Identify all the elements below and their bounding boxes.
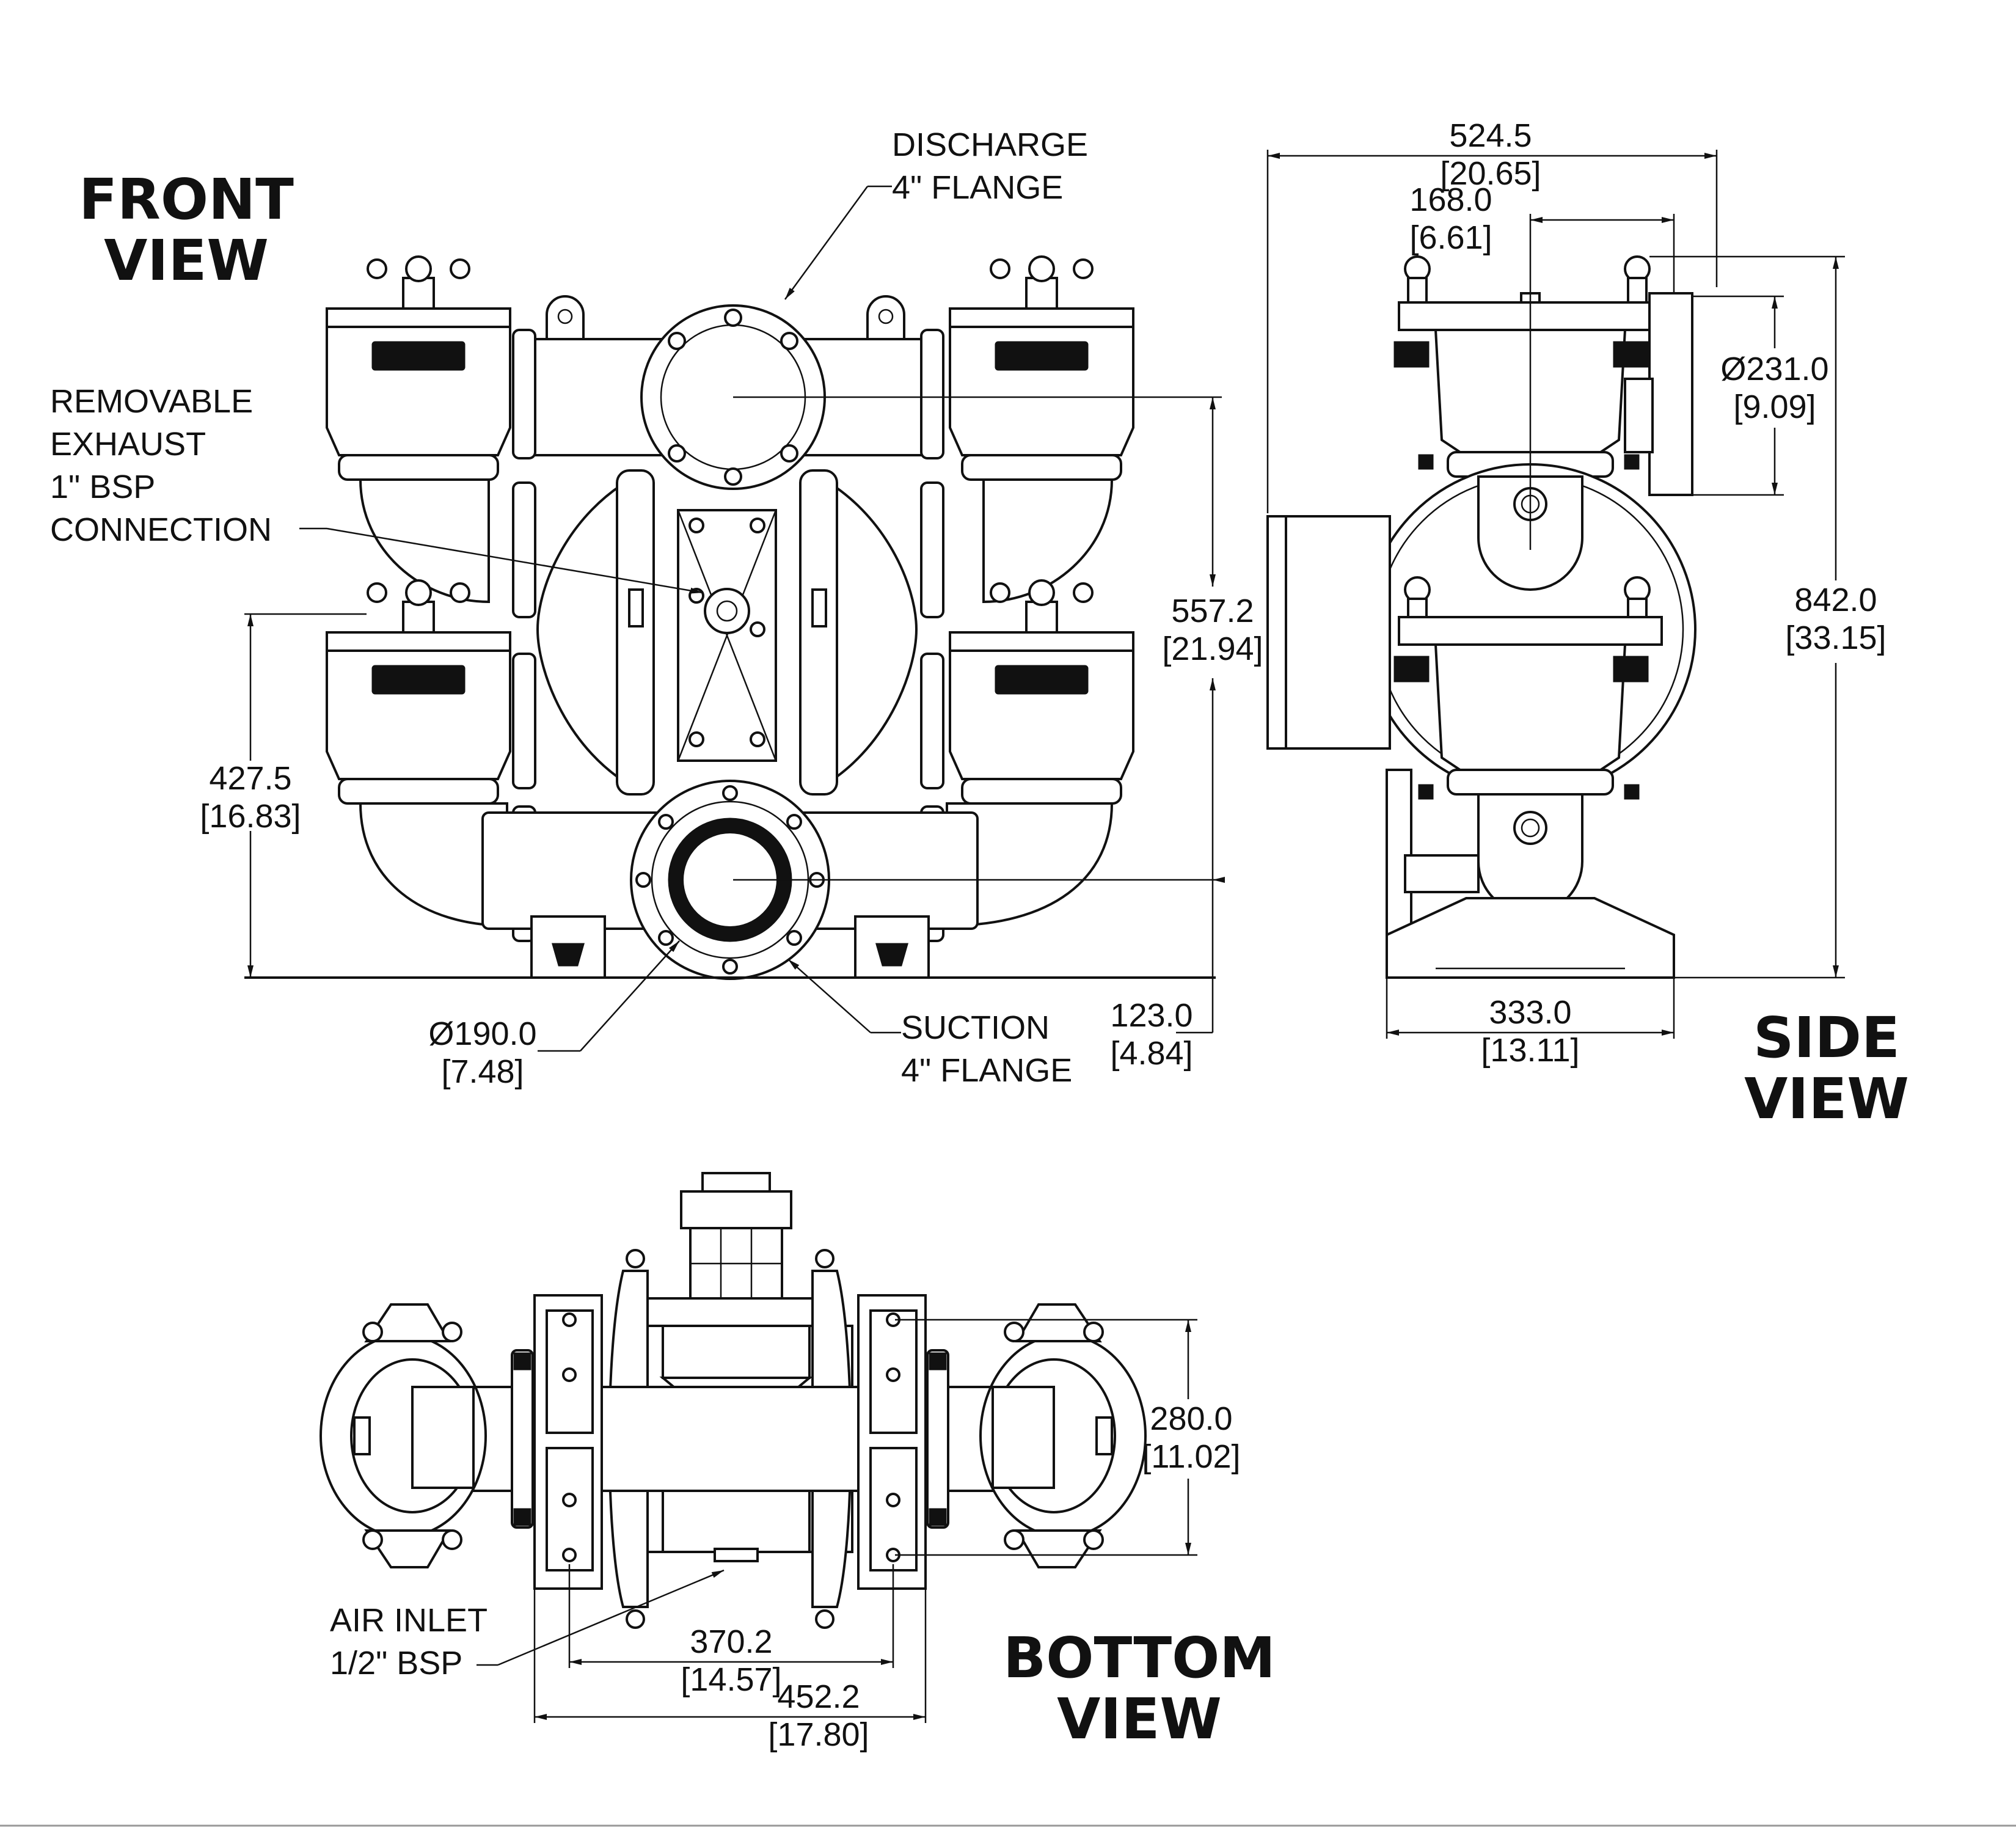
bottom-inner-mm: 370.2: [690, 1623, 772, 1660]
exhaust-callout-line4: CONNECTION: [50, 511, 272, 548]
front-valve-chamber-bottom-right: [946, 579, 1134, 927]
side-base-in: [13.11]: [1481, 1032, 1579, 1069]
front-valve-chamber-top-left: [326, 255, 511, 604]
front-view-callouts: DISCHARGE 4" FLANGE REMOVABLE EXHAUST 1"…: [50, 126, 1088, 1089]
front-height-in: [21.94]: [1162, 631, 1263, 667]
bottom-view-drawing: [320, 1172, 1147, 1629]
front-valve-chamber-bottom-left: [326, 579, 511, 927]
bottom-view-title-line2: VIEW: [1057, 1686, 1222, 1752]
bottom-outer-mm: 452.2: [777, 1678, 860, 1715]
bottom-view-dimensions: 280.0 [11.02] 370.2 [14.57] 452.2 [17.80…: [533, 1319, 1241, 1753]
side-view-title-line1: SIDE: [1753, 1005, 1900, 1070]
front-valve-chamber-top-right: [949, 255, 1134, 604]
bottom-view-title-line1: BOTTOM: [1003, 1625, 1276, 1691]
front-view-drawing: [244, 255, 1216, 980]
exhaust-callout-line3: 1" BSP: [50, 469, 155, 505]
front-view-title-line2: VIEW: [104, 228, 269, 293]
bottom-inner-in: [14.57]: [681, 1661, 781, 1698]
exhaust-callout-line1: REMOVABLE: [50, 383, 253, 420]
bottom-depth-mm: 280.0: [1150, 1400, 1232, 1437]
bottom-depth-in: [11.02]: [1142, 1438, 1240, 1475]
side-view-title-line2: VIEW: [1744, 1066, 1909, 1132]
side-offset-in: [6.61]: [1409, 219, 1492, 256]
front-view-dimensions: 557.2 [21.94] 427.5 [16.83] 123.0 [4.84]…: [200, 396, 1263, 1090]
suction-callout-line2: 4" FLANGE: [901, 1052, 1072, 1089]
side-view-drawing: [1266, 255, 1696, 979]
front-inlet-height-in: [16.83]: [200, 798, 301, 835]
side-base-mm: 333.0: [1489, 994, 1571, 1031]
exhaust-callout-line2: EXHAUST: [50, 426, 206, 463]
side-width-mm: 524.5: [1449, 117, 1532, 154]
front-suction-height-in: [4.84]: [1110, 1035, 1192, 1072]
front-height-mm: 557.2: [1171, 593, 1254, 629]
air-inlet-callout-line2: 1/2" BSP: [330, 1645, 462, 1681]
front-suction-height-mm: 123.0: [1110, 997, 1192, 1034]
air-inlet-callout-line1: AIR INLET: [330, 1602, 488, 1639]
front-inlet-height-mm: 427.5: [209, 760, 291, 797]
discharge-callout-line2: 4" FLANGE: [892, 169, 1063, 206]
discharge-callout-line1: DISCHARGE: [892, 126, 1088, 163]
side-view-dimensions: 524.5 [20.65] 168.0 [6.61] Ø231.0 [9.09]…: [1266, 117, 1886, 1069]
suction-callout-line1: SUCTION: [901, 1009, 1050, 1046]
front-view-title-line1: FRONT: [79, 167, 294, 232]
view-titles: FRONT VIEW SIDE VIEW BOTTOM VIEW: [79, 167, 1909, 1752]
bottom-outer-in: [17.80]: [768, 1716, 869, 1753]
bottom-view-callouts: AIR INLET 1/2" BSP: [330, 1569, 725, 1681]
side-flange-dia-in: [9.09]: [1733, 389, 1816, 425]
side-flange-dia-mm: Ø231.0: [1720, 351, 1828, 387]
side-height-in: [33.15]: [1785, 620, 1886, 656]
side-width-in: [20.65]: [1440, 155, 1541, 192]
front-flange-dia-in: [7.48]: [441, 1053, 524, 1090]
side-offset-mm: 168.0: [1409, 181, 1492, 218]
side-height-mm: 842.0: [1794, 582, 1877, 618]
front-flange-dia-mm: Ø190.0: [428, 1015, 536, 1052]
